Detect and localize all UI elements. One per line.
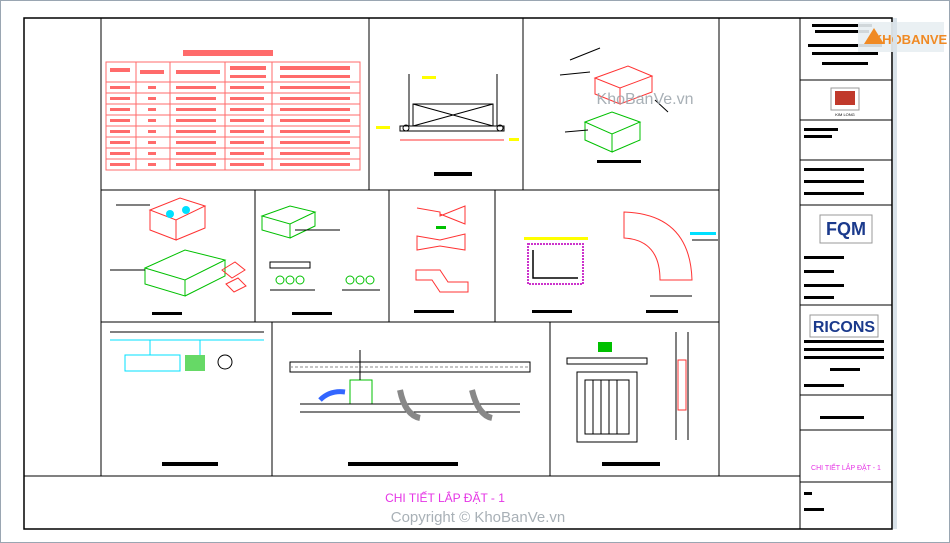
title-block: KIM LONG FQM RICONS CHI TIẾT LẮP ĐẶT - 1	[799, 17, 893, 530]
hanger-detail	[376, 74, 519, 176]
ahu-unit-detail	[110, 197, 247, 315]
kim-long-label: KIM LONG	[835, 112, 855, 117]
watermark: KhoBanVe.vn Copyright © KhoBanVe.vn KHOB…	[391, 22, 948, 526]
fan-coil-piping-detail	[110, 331, 264, 466]
ceiling-duct-run-detail	[289, 350, 531, 466]
schedule-table	[105, 50, 361, 171]
sheet-title: CHI TIẾT LẮP ĐẶT - 1	[385, 490, 505, 505]
sheet-name-label: CHI TIẾT LẮP ĐẶT - 1	[811, 462, 881, 472]
duct-reducer-detail	[414, 205, 469, 313]
duct-elbow-detail	[524, 211, 718, 313]
fqm-logo	[819, 214, 873, 244]
fqm-logo-text: FQM	[826, 219, 866, 239]
duct-connection-detail	[559, 47, 669, 163]
grille-detail	[566, 332, 689, 466]
watermark-site: KhoBanVe.vn	[597, 91, 694, 108]
ricons-logo-text: RICONS	[813, 319, 876, 336]
watermark-brand: KHOBANVE	[873, 32, 948, 47]
scrollbar-strip	[893, 18, 897, 529]
flexible-duct-detail	[260, 205, 380, 315]
ricons-logo	[809, 314, 879, 338]
watermark-copyright: Copyright © KhoBanVe.vn	[391, 509, 566, 526]
